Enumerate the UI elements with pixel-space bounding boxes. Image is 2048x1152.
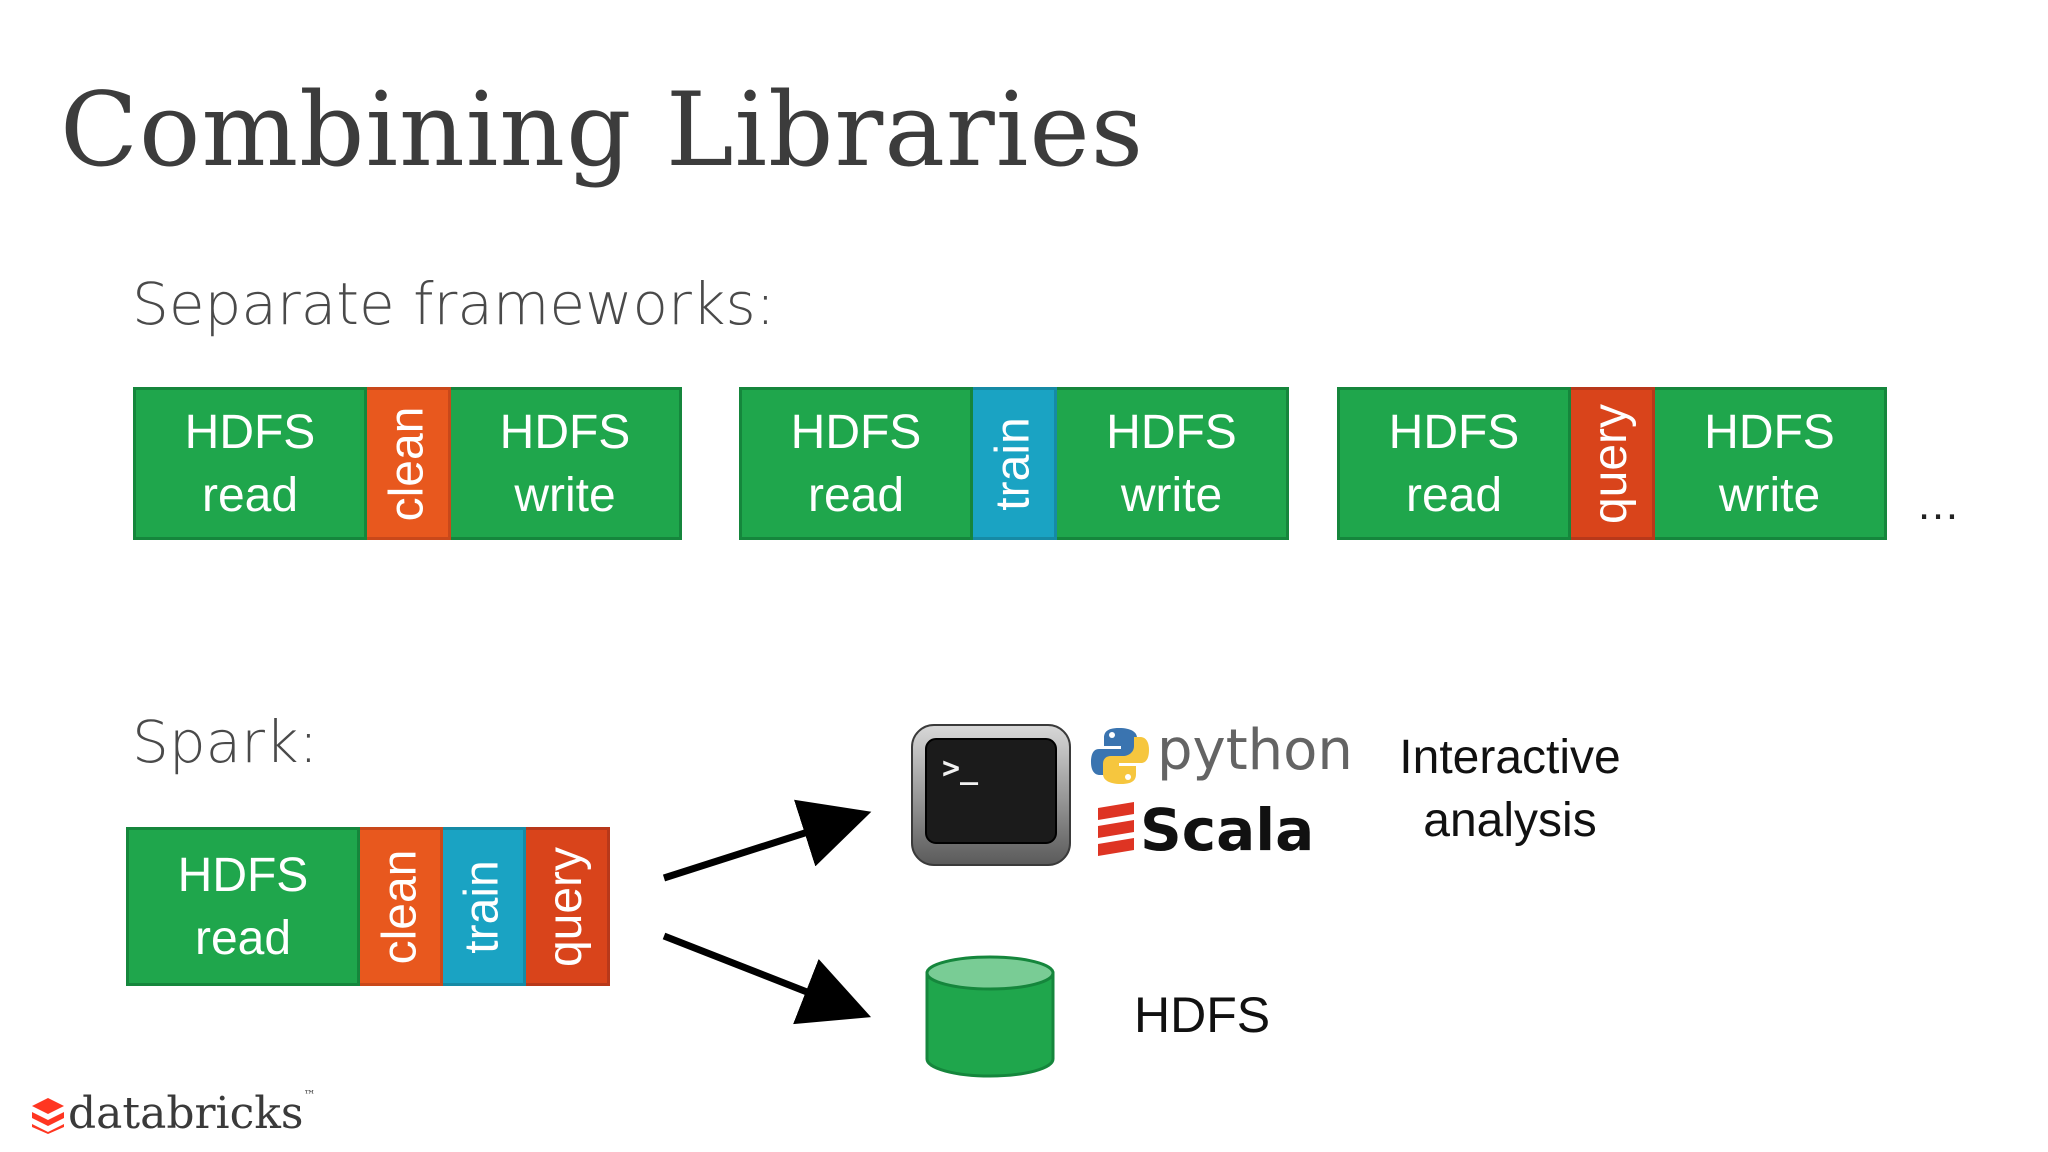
- hdfs-read-box: HDFS read: [1337, 387, 1571, 540]
- databricks-logo-icon: [30, 1096, 66, 1134]
- arrow-to-interactive: [662, 799, 872, 882]
- train-box: train: [443, 827, 526, 986]
- hdfs-read-box: HDFS read: [126, 827, 360, 986]
- hdfs-read-label: HDFS read: [1388, 405, 1520, 522]
- clean-box: clean: [360, 827, 443, 986]
- separate-frameworks-label: Separate frameworks:: [132, 270, 776, 338]
- terminal-icon: >_: [910, 723, 1072, 867]
- pipeline-query: HDFS read query HDFS write: [1337, 387, 1887, 540]
- databricks-brand: databricks™: [68, 1088, 315, 1139]
- interactive-analysis-caption: Interactive analysis: [1399, 731, 1621, 847]
- hdfs-write-box: HDFS write: [451, 387, 682, 540]
- hdfs-write-box: HDFS write: [1655, 387, 1887, 540]
- hdfs-read-box: HDFS read: [739, 387, 973, 540]
- train-box: train: [973, 387, 1057, 540]
- hdfs-write-label: HDFS write: [1106, 405, 1237, 522]
- database-cylinder-icon: [924, 955, 1056, 1079]
- hdfs-caption: HDFS: [1134, 987, 1271, 1043]
- query-box: query: [526, 827, 610, 986]
- scala-label: Scala: [1140, 796, 1315, 864]
- python-label: python: [1157, 718, 1353, 783]
- databricks-wordmark: databricks: [68, 1088, 304, 1139]
- hdfs-read-label: HDFS read: [184, 405, 316, 522]
- slide-title: Combining Libraries: [60, 71, 1145, 190]
- pipeline-clean: HDFS read clean HDFS write: [133, 387, 682, 540]
- clean-box: clean: [367, 387, 451, 540]
- hdfs-write-label: HDFS write: [1704, 405, 1835, 522]
- hdfs-write-label: HDFS write: [499, 405, 631, 522]
- pipeline-train: HDFS read train HDFS write: [739, 387, 1289, 540]
- trademark-symbol: ™: [303, 1088, 316, 1102]
- hdfs-read-label: HDFS read: [790, 405, 922, 522]
- hdfs-read-label: HDFS read: [177, 848, 309, 965]
- spark-pipeline: HDFS read clean train query: [126, 827, 610, 986]
- arrow-to-hdfs: [662, 932, 872, 1025]
- query-box: query: [1571, 387, 1655, 540]
- continuation-ellipsis: …: [1916, 480, 1964, 529]
- python-logo-icon: [1090, 726, 1150, 786]
- scala-logo-icon: [1096, 800, 1136, 858]
- hdfs-read-box: HDFS read: [133, 387, 367, 540]
- spark-label: Spark:: [132, 708, 319, 776]
- hdfs-write-box: HDFS write: [1057, 387, 1289, 540]
- terminal-prompt: >_: [942, 751, 979, 786]
